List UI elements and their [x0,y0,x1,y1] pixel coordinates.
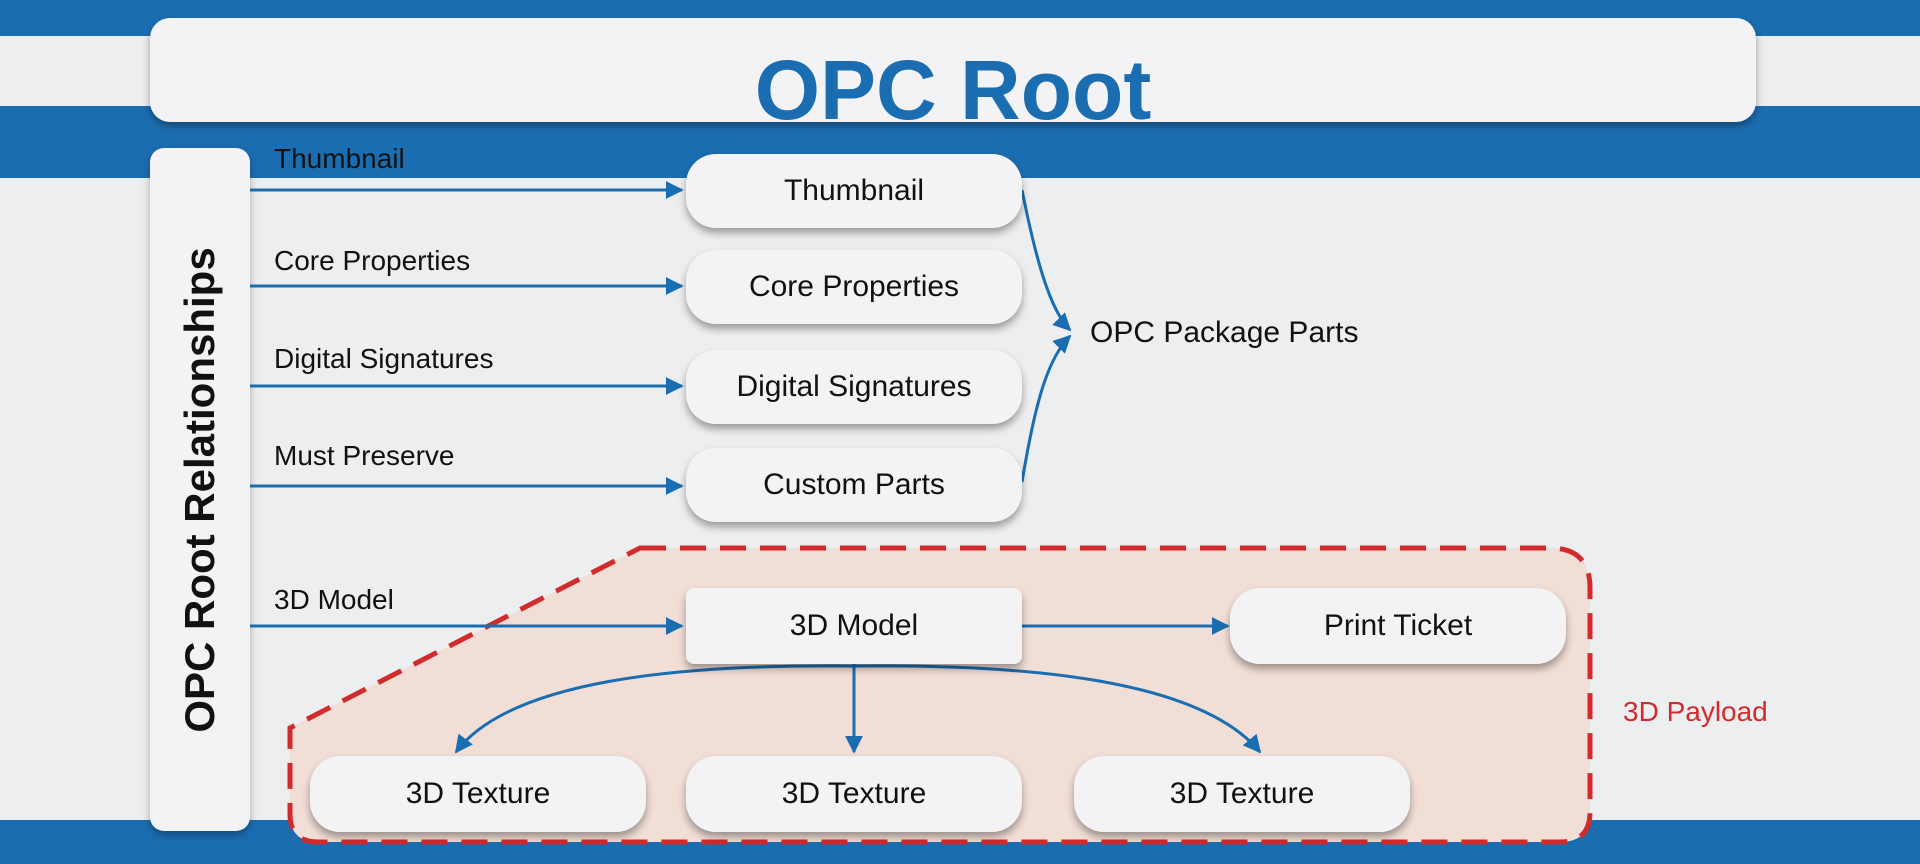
edge-label-digital-signatures: Digital Signatures [274,343,494,374]
edge-label-thumbnail: Thumbnail [274,143,405,174]
edge-label-core-properties: Core Properties [274,245,471,276]
texture-node-2: 3D Texture [686,756,1022,832]
part-custom-parts: Custom Parts [686,448,1022,522]
print-ticket-node: Print Ticket [1230,588,1566,664]
model-to-texture-3-arrow [853,664,1262,754]
model-node: 3D Model [686,588,1022,664]
custom-parts-to-package-parts [1020,334,1072,483]
opc-root-banner: OPC Root [150,18,1756,137]
payload-label: 3D Payload [1623,696,1768,727]
part-thumbnail: Thumbnail [686,154,1022,228]
thumbnail-to-package-parts [1020,189,1072,332]
edge-label-3d-model: 3D Model [274,584,394,615]
part-digital-signatures: Digital Signatures [686,350,1022,424]
edge-label-must-preserve: Must Preserve [274,440,455,471]
part-core-properties: Core Properties [686,250,1022,324]
package-parts-label: OPC Package Parts [1090,316,1359,349]
texture-node-3: 3D Texture [1074,756,1410,832]
texture-node-1: 3D Texture [310,756,646,832]
model-to-texture-1-arrow [454,664,855,754]
root-relationships-bar: OPC Root Relationships [150,148,250,831]
diagram-title: OPC Root [754,43,1152,137]
